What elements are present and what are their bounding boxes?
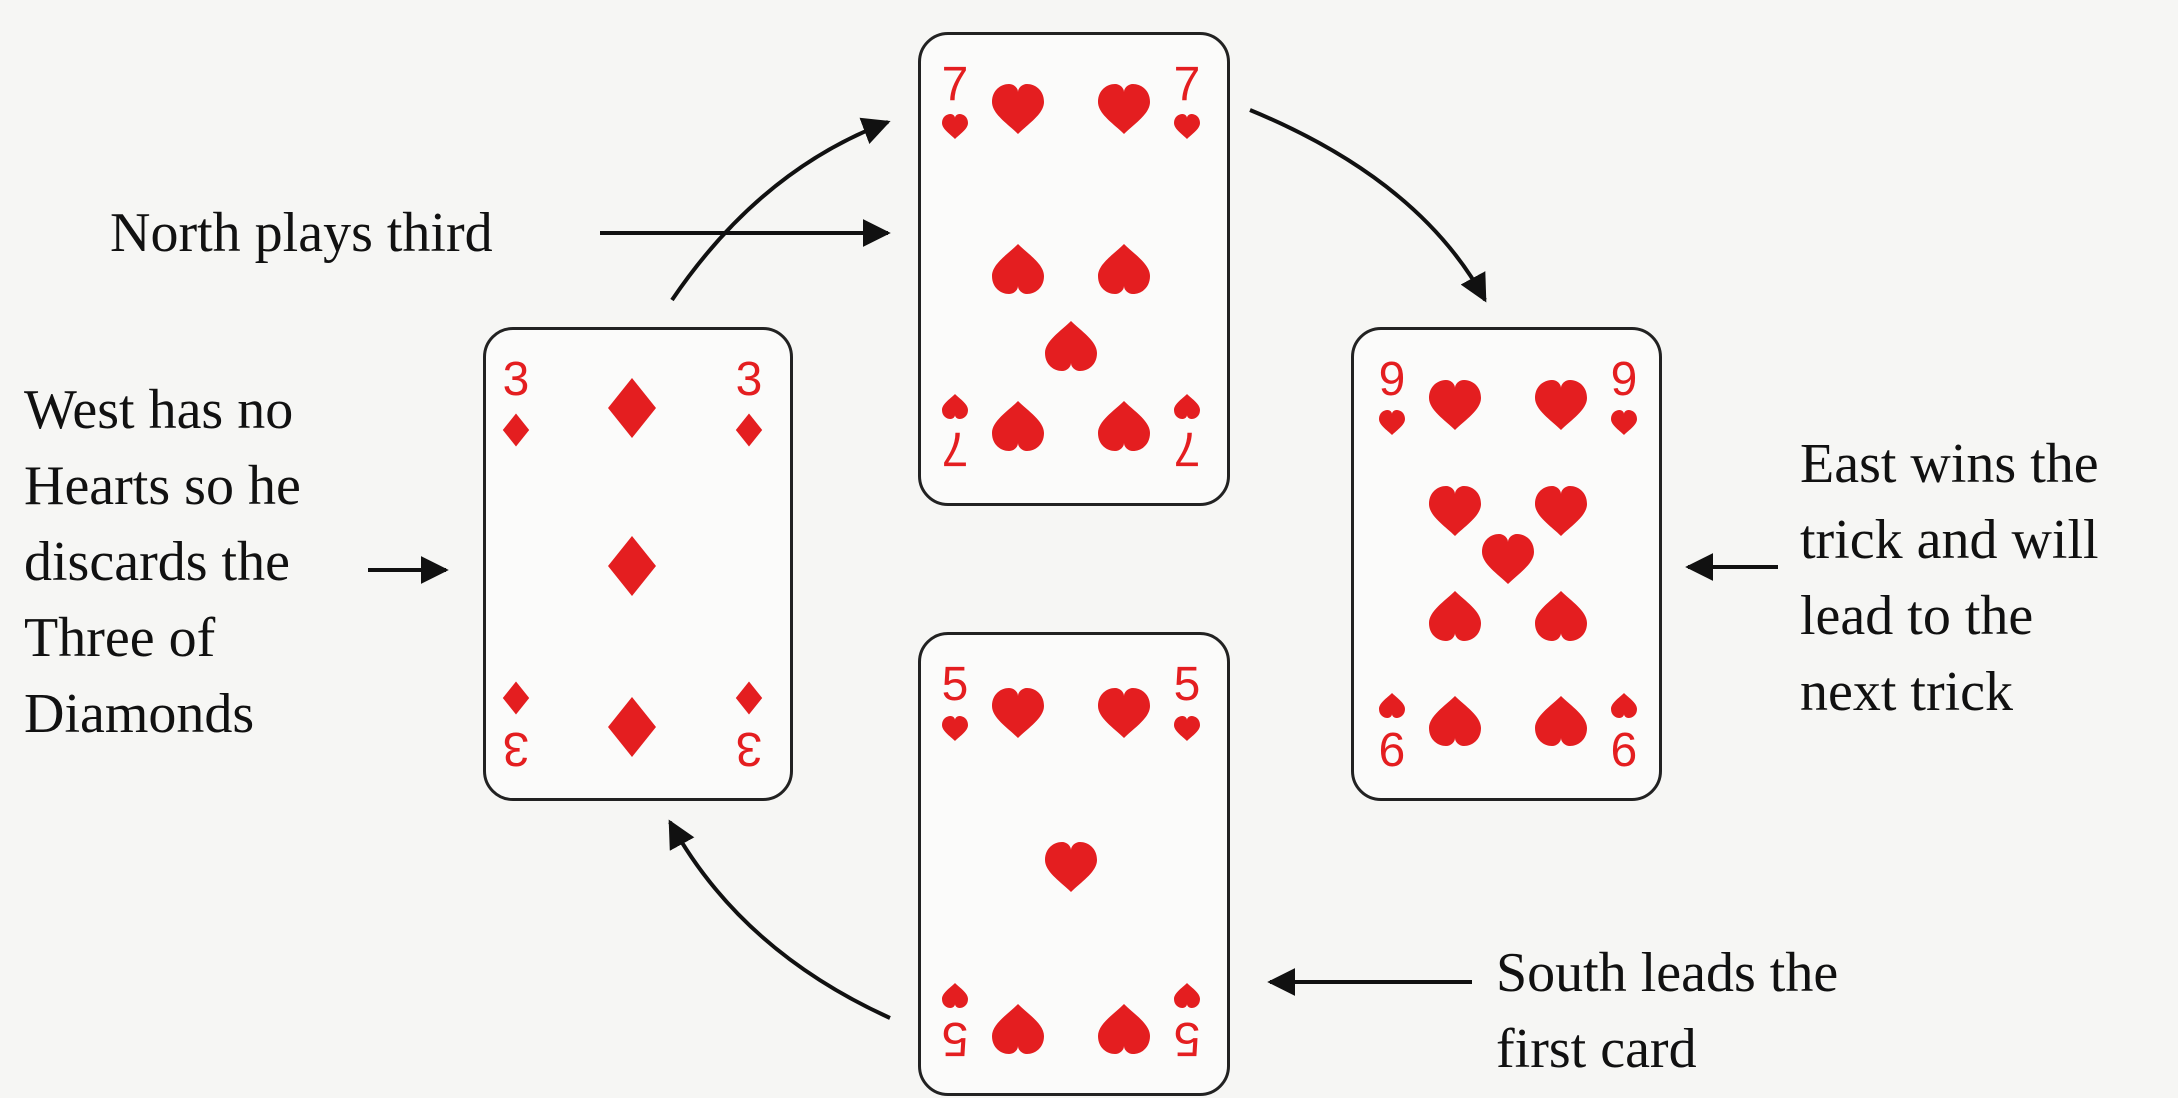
- card-east-rank-top-left: 9: [1379, 353, 1406, 406]
- heart-icon: [1535, 696, 1587, 746]
- card-south: 5 5 5 5: [942, 658, 1201, 1065]
- card-west-rank-bottom-left: 3: [503, 722, 530, 775]
- heart-icon: [942, 394, 968, 419]
- east-label-line-2: trick and will: [1800, 509, 2099, 571]
- arrow-north-to-east: [1249, 108, 1487, 303]
- heart-icon: [1535, 380, 1587, 430]
- heart-icon: [1098, 84, 1150, 134]
- heart-icon: [942, 716, 968, 741]
- south-label-line-2: first card: [1496, 1018, 1697, 1080]
- diamond-icon: [502, 681, 530, 715]
- card-east-rank-bottom-right: 9: [1611, 722, 1638, 775]
- diamond-icon: [608, 378, 656, 438]
- card-east: 9 9 9 9: [1379, 353, 1638, 775]
- heart-icon: [1174, 983, 1200, 1008]
- card-south-rank-top-left: 5: [942, 658, 969, 711]
- heart-icon: [1429, 591, 1481, 641]
- heart-icon: [1429, 696, 1481, 746]
- heart-icon: [1429, 380, 1481, 430]
- heart-icon: [1098, 688, 1150, 738]
- card-south-rank-bottom-left: 5: [942, 1012, 969, 1065]
- heart-icon: [1174, 716, 1200, 741]
- heart-icon: [992, 244, 1044, 294]
- heart-icon: [992, 401, 1044, 451]
- card-north-rank-bottom-left: 7: [942, 422, 969, 475]
- west-label-line-4: Three of: [24, 607, 216, 669]
- south-label-line-1: South leads the: [1496, 942, 1839, 1004]
- heart-icon: [942, 114, 968, 139]
- heart-icon: [992, 688, 1044, 738]
- card-east-rank-top-right: 9: [1611, 353, 1638, 406]
- heart-icon: [1535, 591, 1587, 641]
- heart-icon: [992, 1004, 1044, 1054]
- diamond-icon: [735, 681, 763, 715]
- west-label: West has no Hearts so he discards the Th…: [24, 372, 301, 752]
- card-west-rank-top-right: 3: [736, 353, 763, 406]
- east-label: East wins the trick and will lead to the…: [1800, 426, 2099, 730]
- west-label-line-2: Hearts so he: [24, 455, 301, 517]
- east-label-line-3: lead to the: [1800, 585, 2034, 647]
- heart-icon: [942, 983, 968, 1008]
- card-west-rank-top-left: 3: [503, 353, 530, 406]
- north-label: North plays third: [110, 195, 493, 271]
- south-label: South leads the first card: [1496, 935, 1838, 1087]
- heart-icon: [1429, 486, 1481, 536]
- heart-icon: [1611, 693, 1637, 718]
- heart-icon: [992, 84, 1044, 134]
- card-south-rank-bottom-right: 5: [1174, 1012, 1201, 1065]
- arrow-south-to-west: [668, 819, 891, 1020]
- card-west: 3 3 3 3: [503, 353, 763, 775]
- card-north-frame: [918, 32, 1230, 506]
- heart-icon: [1098, 244, 1150, 294]
- card-west-rank-bottom-right: 3: [736, 722, 763, 775]
- card-south-rank-top-right: 5: [1174, 658, 1201, 711]
- heart-icon: [1535, 486, 1587, 536]
- diamond-icon: [608, 697, 656, 757]
- card-north-rank-bottom-right: 7: [1174, 422, 1201, 475]
- diamond-icon: [608, 536, 656, 596]
- heart-icon: [1174, 114, 1200, 139]
- diamond-icon: [735, 413, 763, 447]
- heart-icon: [1174, 394, 1200, 419]
- heart-icon: [1482, 534, 1534, 584]
- card-north-rank-top-left: 7: [942, 58, 969, 111]
- heart-icon: [1098, 1004, 1150, 1054]
- west-label-line-1: West has no: [24, 379, 294, 441]
- east-label-line-4: next trick: [1800, 661, 2014, 723]
- heart-icon: [1611, 410, 1637, 435]
- heart-icon: [1045, 321, 1097, 371]
- arrow-west-to-north: [670, 117, 891, 302]
- heart-icon: [1379, 410, 1405, 435]
- card-east-rank-bottom-left: 9: [1379, 722, 1406, 775]
- heart-icon: [1098, 401, 1150, 451]
- heart-icon: [1379, 693, 1405, 718]
- east-label-line-1: East wins the: [1800, 433, 2099, 495]
- west-label-line-5: Diamonds: [24, 683, 255, 745]
- north-label-text: North plays third: [110, 202, 493, 264]
- card-north-rank-top-right: 7: [1174, 58, 1201, 111]
- card-north: 7 7 7 7: [942, 58, 1201, 475]
- diamond-icon: [502, 413, 530, 447]
- west-label-line-3: discards the: [24, 531, 290, 593]
- heart-icon: [1045, 842, 1097, 892]
